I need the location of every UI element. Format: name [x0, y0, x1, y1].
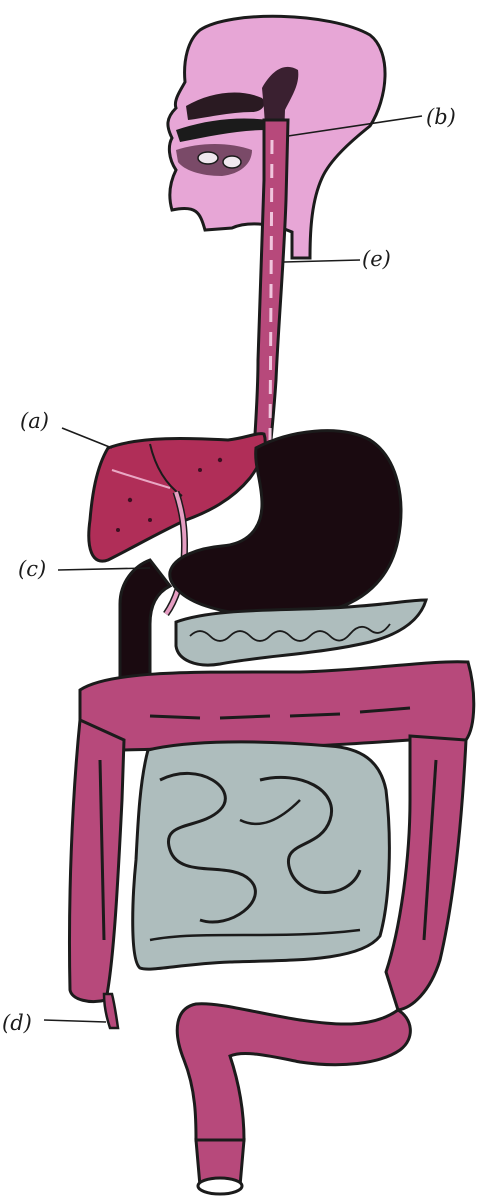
leader-a	[62, 428, 112, 448]
label-e: (e)	[362, 247, 391, 271]
label-c: (c)	[18, 557, 46, 581]
duodenum	[120, 560, 170, 684]
label-a: (a)	[20, 409, 49, 433]
label-d: (d)	[2, 1011, 32, 1035]
leader-d	[44, 1020, 106, 1022]
label-b: (b)	[426, 105, 456, 129]
tooth-lower	[223, 156, 241, 168]
tooth-upper	[198, 152, 218, 164]
appendix	[104, 994, 118, 1028]
anus	[198, 1178, 242, 1194]
small-intestine	[133, 742, 390, 969]
leader-e	[284, 260, 360, 262]
